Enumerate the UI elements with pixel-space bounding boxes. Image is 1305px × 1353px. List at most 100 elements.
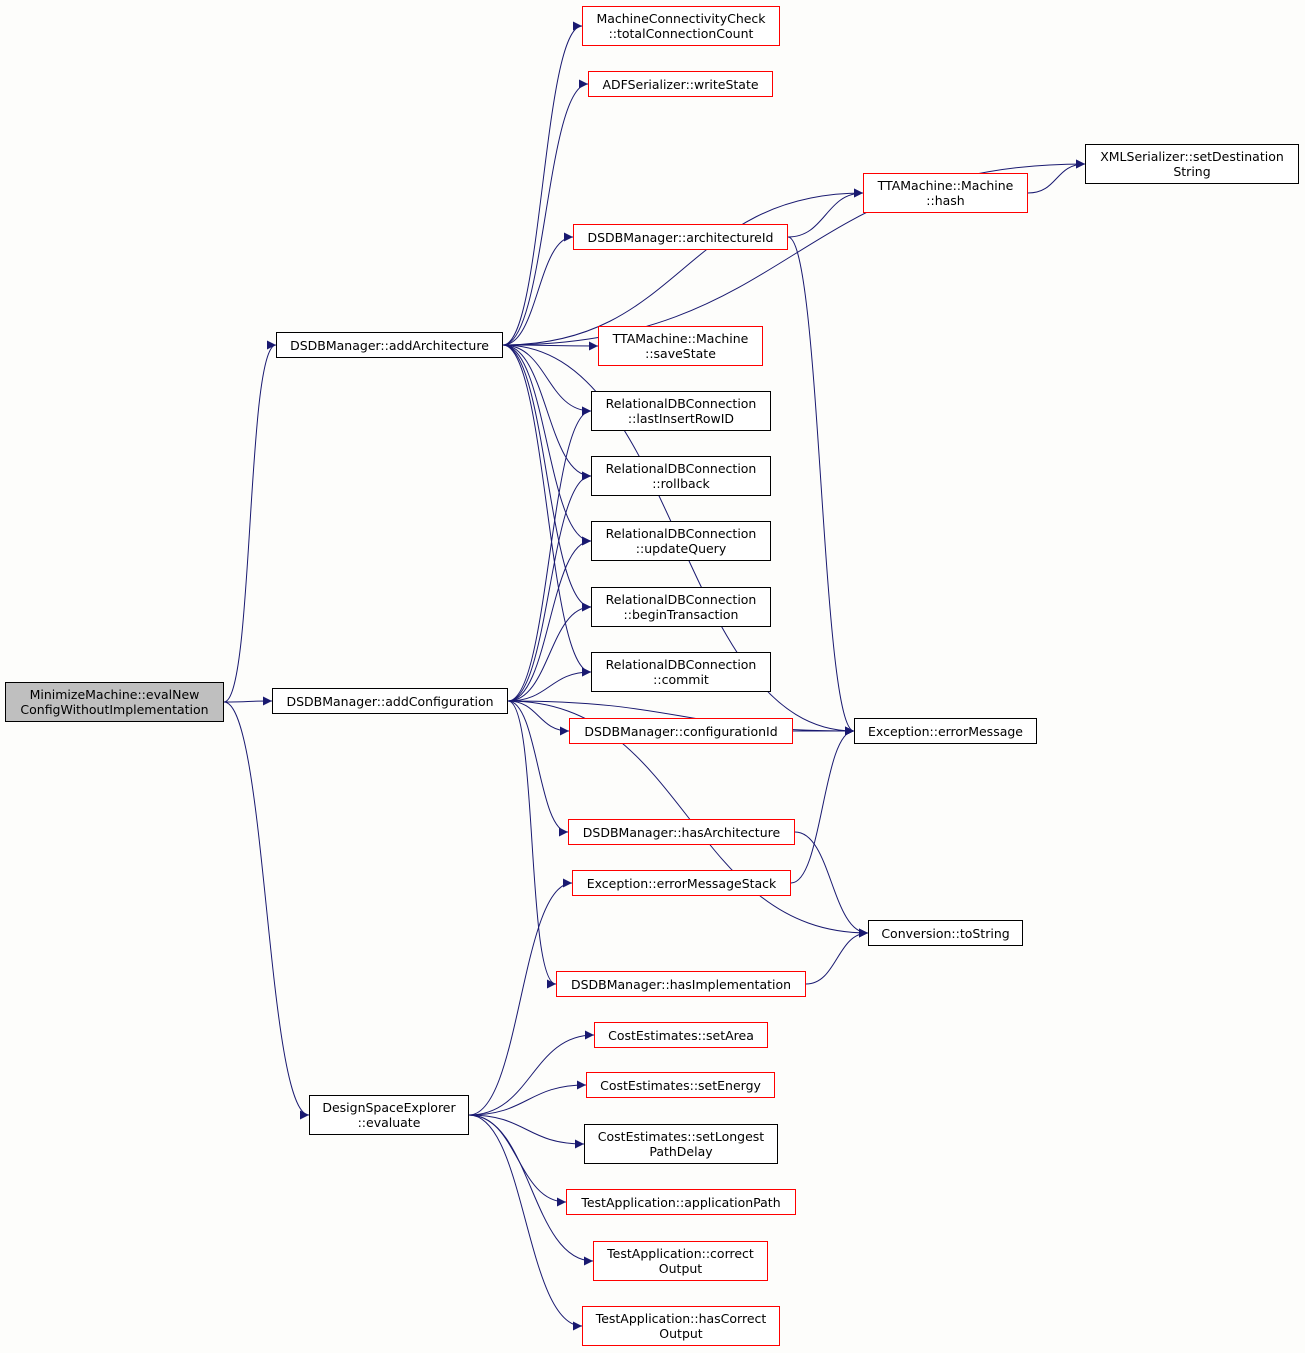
call-edge-hasImplementation-to-toString	[805, 928, 869, 985]
call-edge-evaluate-to-correctOutput	[468, 1114, 594, 1266]
node-label-line: ::hash	[926, 193, 965, 208]
call-edge-root-to-addConfiguration	[223, 696, 273, 706]
node-update-query[interactable]: RelationalDBConnection ::updateQuery	[591, 521, 771, 561]
node-label-line: TTAMachine::Machine	[612, 331, 749, 346]
node-label-line: TestApplication::hasCorrect	[595, 1311, 767, 1326]
node-label-line: Output	[658, 1261, 703, 1276]
node-label-line: RelationalDBConnection	[605, 461, 757, 476]
node-label-line: ::beginTransaction	[623, 607, 739, 622]
node-label-line: RelationalDBConnection	[605, 396, 757, 411]
node-correct-output[interactable]: TestApplication::correct Output	[593, 1241, 768, 1281]
node-save-state[interactable]: TTAMachine::Machine ::saveState	[598, 326, 763, 366]
node-set-longest-path-delay[interactable]: CostEstimates::setLongest PathDelay	[584, 1124, 778, 1164]
node-label: CostEstimates::setEnergy	[600, 1077, 761, 1093]
node-label: Conversion::toString	[881, 925, 1010, 941]
node-label-line: RelationalDBConnection	[605, 657, 757, 672]
call-edge-evaluate-to-errorMessageStack	[468, 878, 573, 1116]
node-configuration-id[interactable]: DSDBManager::configurationId	[569, 718, 793, 744]
node-label-line: ::totalConnectionCount	[608, 26, 754, 41]
node-label-line: ::commit	[653, 672, 709, 687]
node-application-path[interactable]: TestApplication::applicationPath	[566, 1189, 796, 1215]
call-edge-addArchitecture-to-machineHash	[502, 188, 864, 346]
node-set-area[interactable]: CostEstimates::setArea	[594, 1022, 768, 1048]
node-error-message[interactable]: Exception::errorMessage	[854, 718, 1037, 744]
call-edge-hasArchitecture-to-toString	[794, 831, 869, 938]
node-label: Exception::errorMessageStack	[586, 875, 777, 891]
node-begin-transaction[interactable]: RelationalDBConnection ::beginTransactio…	[591, 587, 771, 627]
node-total-connection-count[interactable]: MachineConnectivityCheck ::totalConnecti…	[582, 6, 780, 46]
call-edge-addConfiguration-to-rollback	[507, 471, 592, 702]
node-label-line: TTAMachine::Machine	[877, 178, 1014, 193]
call-edge-architectureId-to-machineHash	[787, 188, 864, 238]
call-edge-addConfiguration-to-configurationId	[507, 700, 570, 736]
node-label: ADFSerializer::writeState	[602, 76, 759, 92]
call-edge-addArchitecture-to-lastInsertRowID	[502, 344, 592, 416]
call-edge-machineHash-to-setDestinationString	[1027, 159, 1086, 194]
call-edge-addArchitecture-to-totalConnectionCount	[502, 21, 583, 346]
call-edge-addArchitecture-to-updateQuery	[502, 344, 592, 546]
node-to-string[interactable]: Conversion::toString	[868, 920, 1023, 946]
node-label: DSDBManager::addArchitecture	[290, 337, 489, 353]
call-edge-addConfiguration-to-updateQuery	[507, 536, 592, 702]
node-label: DSDBManager::hasArchitecture	[582, 824, 781, 840]
call-edge-addConfiguration-to-beginTransaction	[507, 602, 592, 702]
node-label: DSDBManager::configurationId	[584, 723, 778, 739]
node-has-architecture[interactable]: DSDBManager::hasArchitecture	[568, 819, 795, 845]
node-label-line: Output	[659, 1326, 703, 1341]
call-edge-root-to-evaluate	[223, 701, 310, 1120]
node-label-line: XMLSerializer::setDestination	[1100, 149, 1284, 164]
call-edge-addConfiguration-to-toString	[507, 700, 869, 938]
node-label-line: DesignSpaceExplorer	[322, 1100, 456, 1115]
node-label-line: ::lastInsertRowID	[627, 411, 735, 426]
node-add-configuration[interactable]: DSDBManager::addConfiguration	[272, 688, 508, 714]
node-machine-hash[interactable]: TTAMachine::Machine ::hash	[863, 173, 1028, 213]
node-label-line: ::saveState	[645, 346, 716, 361]
call-edge-addConfiguration-to-hasImplementation	[507, 700, 557, 989]
node-label-line: RelationalDBConnection	[605, 592, 757, 607]
call-edge-architectureId-to-errorMessage	[787, 236, 855, 736]
call-edge-errorMessageStack-to-errorMessage	[790, 726, 855, 884]
node-has-correct-output[interactable]: TestApplication::hasCorrect Output	[582, 1306, 780, 1346]
call-edge-evaluate-to-setEnergy	[468, 1080, 587, 1116]
node-set-destination-string[interactable]: XMLSerializer::setDestination String	[1085, 144, 1299, 184]
node-label: CostEstimates::setArea	[608, 1027, 754, 1043]
node-has-implementation[interactable]: DSDBManager::hasImplementation	[556, 971, 806, 997]
node-label-line: TestApplication::correct	[607, 1246, 754, 1261]
call-edge-addConfiguration-to-lastInsertRowID	[507, 406, 592, 702]
call-edge-addArchitecture-to-saveState	[502, 341, 599, 351]
node-write-state[interactable]: ADFSerializer::writeState	[588, 71, 773, 97]
call-edge-addArchitecture-to-architectureId	[502, 232, 574, 346]
node-label: Exception::errorMessage	[868, 723, 1023, 739]
node-label: DSDBManager::architectureId	[587, 229, 774, 245]
node-label-line: ::evaluate	[357, 1115, 421, 1130]
node-add-architecture[interactable]: DSDBManager::addArchitecture	[276, 332, 503, 358]
call-edge-evaluate-to-setLongestPathDelay	[468, 1114, 585, 1149]
call-edge-evaluate-to-hasCorrectOutput	[468, 1114, 583, 1331]
node-label: DSDBManager::hasImplementation	[570, 976, 792, 992]
node-last-insert-row-id[interactable]: RelationalDBConnection ::lastInsertRowID	[591, 391, 771, 431]
node-architecture-id[interactable]: DSDBManager::architectureId	[573, 224, 788, 250]
call-edge-addConfiguration-to-hasArchitecture	[507, 700, 569, 837]
node-rollback[interactable]: RelationalDBConnection ::rollback	[591, 456, 771, 496]
call-edge-evaluate-to-setArea	[468, 1030, 595, 1116]
node-error-message-stack[interactable]: Exception::errorMessageStack	[572, 870, 791, 896]
node-label-line: MachineConnectivityCheck	[596, 11, 766, 26]
node-label: DSDBManager::addConfiguration	[286, 693, 494, 709]
node-evaluate[interactable]: DesignSpaceExplorer ::evaluate	[309, 1095, 469, 1135]
call-edge-addArchitecture-to-beginTransaction	[502, 344, 592, 612]
call-edge-addConfiguration-to-commit	[507, 667, 592, 702]
node-set-energy[interactable]: CostEstimates::setEnergy	[586, 1072, 775, 1098]
root-function-node: MinimizeMachine::evalNew ConfigWithoutIm…	[5, 682, 224, 722]
node-commit[interactable]: RelationalDBConnection ::commit	[591, 652, 771, 692]
node-label-line: CostEstimates::setLongest	[597, 1129, 765, 1144]
node-label-line: PathDelay	[649, 1144, 713, 1159]
node-label: TestApplication::applicationPath	[581, 1194, 781, 1210]
call-edge-root-to-addArchitecture	[223, 340, 277, 703]
node-label-line: ::updateQuery	[635, 541, 727, 556]
node-label-line: ConfigWithoutImplementation	[20, 702, 209, 717]
call-edge-addArchitecture-to-writeState	[502, 79, 589, 346]
call-edge-addArchitecture-to-commit	[502, 344, 592, 677]
call-edge-addConfiguration-to-errorMessage	[507, 700, 855, 736]
node-label-line: RelationalDBConnection	[605, 526, 757, 541]
